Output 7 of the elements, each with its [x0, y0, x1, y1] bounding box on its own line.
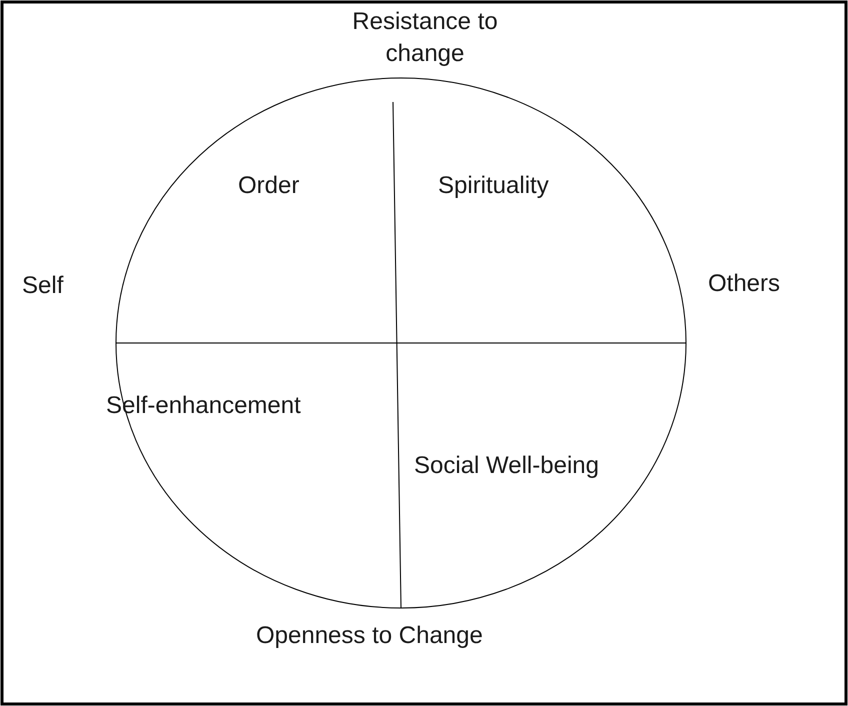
axis-label: Openness to Change	[256, 621, 483, 651]
quadrant-label: Spirituality	[438, 171, 549, 201]
axis-label: Self	[22, 271, 64, 301]
quadrant-label: Order	[238, 171, 300, 201]
axis-label: Resistance to change	[351, 7, 499, 69]
axis-label: Others	[708, 269, 780, 299]
quadrant-label: Social Well-being	[414, 451, 599, 481]
